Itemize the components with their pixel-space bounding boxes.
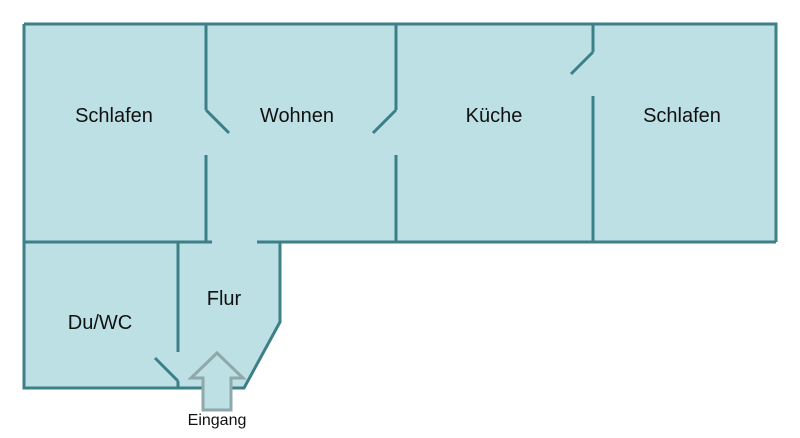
floor-area bbox=[24, 24, 776, 388]
room-label-kueche: Küche bbox=[466, 105, 523, 127]
room-label-schlafen-2: Schlafen bbox=[643, 105, 721, 127]
entrance-label: Eingang bbox=[188, 412, 247, 429]
outer-wall bbox=[24, 22, 778, 242]
room-label-duwc: Du/WC bbox=[68, 312, 132, 334]
arrow-up-icon bbox=[187, 350, 247, 412]
door-duwc bbox=[153, 356, 180, 383]
door-schlafen-2 bbox=[569, 50, 595, 76]
room-label-schlafen: Schlafen bbox=[75, 105, 153, 127]
room-label-wohnen: Wohnen bbox=[260, 105, 334, 127]
door-schlafen bbox=[204, 108, 231, 135]
room-label-flur: Flur bbox=[207, 288, 242, 310]
door-kueche bbox=[371, 108, 398, 135]
outer-wall-left bbox=[22, 24, 282, 390]
